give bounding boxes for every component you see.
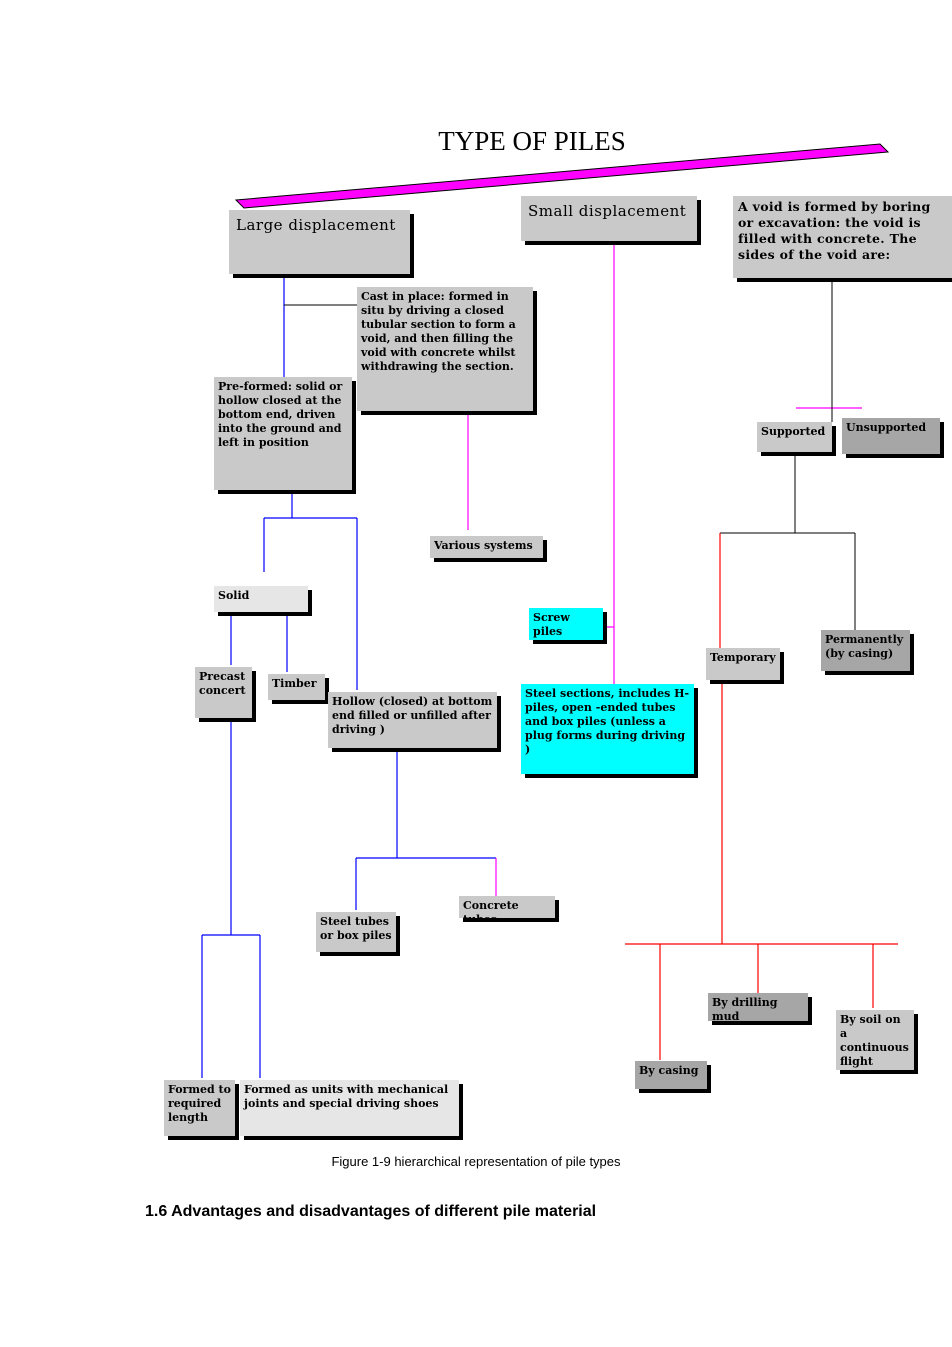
- node-supported: Supported: [757, 422, 832, 452]
- node-timber: Timber: [268, 674, 325, 700]
- node-void-formed: A void is formed by boring or excavation…: [733, 196, 952, 278]
- diagram-title: TYPE OF PILES: [438, 126, 626, 156]
- section-heading: 1.6 Advantages and disadvantages of diff…: [145, 1203, 597, 1220]
- small-displacement-connectors: [467, 244, 862, 896]
- node-various-systems: Various systems: [430, 536, 543, 558]
- node-permanently: Permanently (by casing): [821, 630, 910, 671]
- node-screw-piles: Screw piles: [529, 608, 603, 640]
- node-formed-required-length: Formed to required length: [164, 1080, 235, 1136]
- temporary-connectors: [625, 533, 898, 1060]
- node-precast-concert: Precast concert: [195, 667, 252, 718]
- node-by-casing: By casing: [635, 1061, 707, 1089]
- node-temporary: Temporary: [706, 648, 780, 680]
- node-large-displacement: Large displacement: [229, 210, 410, 274]
- node-steel-tubes: Steel tubes or box piles: [316, 912, 396, 952]
- node-unsupported: Unsupported: [842, 418, 940, 454]
- node-steel-sections: Steel sections, includes H-piles, open -…: [521, 684, 694, 774]
- node-by-soil-cfa: By soil on a continuous flight auger CFA: [836, 1010, 914, 1070]
- void-connectors: [720, 280, 856, 630]
- node-hollow-closed: Hollow (closed) at bottom end filled or …: [328, 692, 497, 748]
- node-small-displacement: Small displacement: [521, 196, 697, 241]
- node-by-drilling-mud: By drilling mud: [708, 993, 808, 1021]
- node-solid: Solid: [214, 586, 308, 612]
- large-displacement-connectors: [201, 275, 496, 1078]
- node-formed-as-units: Formed as units with mechanical joints a…: [240, 1080, 459, 1136]
- node-pre-formed: Pre-formed: solid or hollow closed at th…: [214, 377, 352, 490]
- node-cast-in-place: Cast in place: formed in situ by driving…: [357, 287, 533, 411]
- figure-caption: Figure 1-9 hierarchical representation o…: [331, 1154, 621, 1169]
- node-concrete-tubes: Concrete tubes: [459, 896, 555, 918]
- title-underline-bar: [234, 143, 890, 209]
